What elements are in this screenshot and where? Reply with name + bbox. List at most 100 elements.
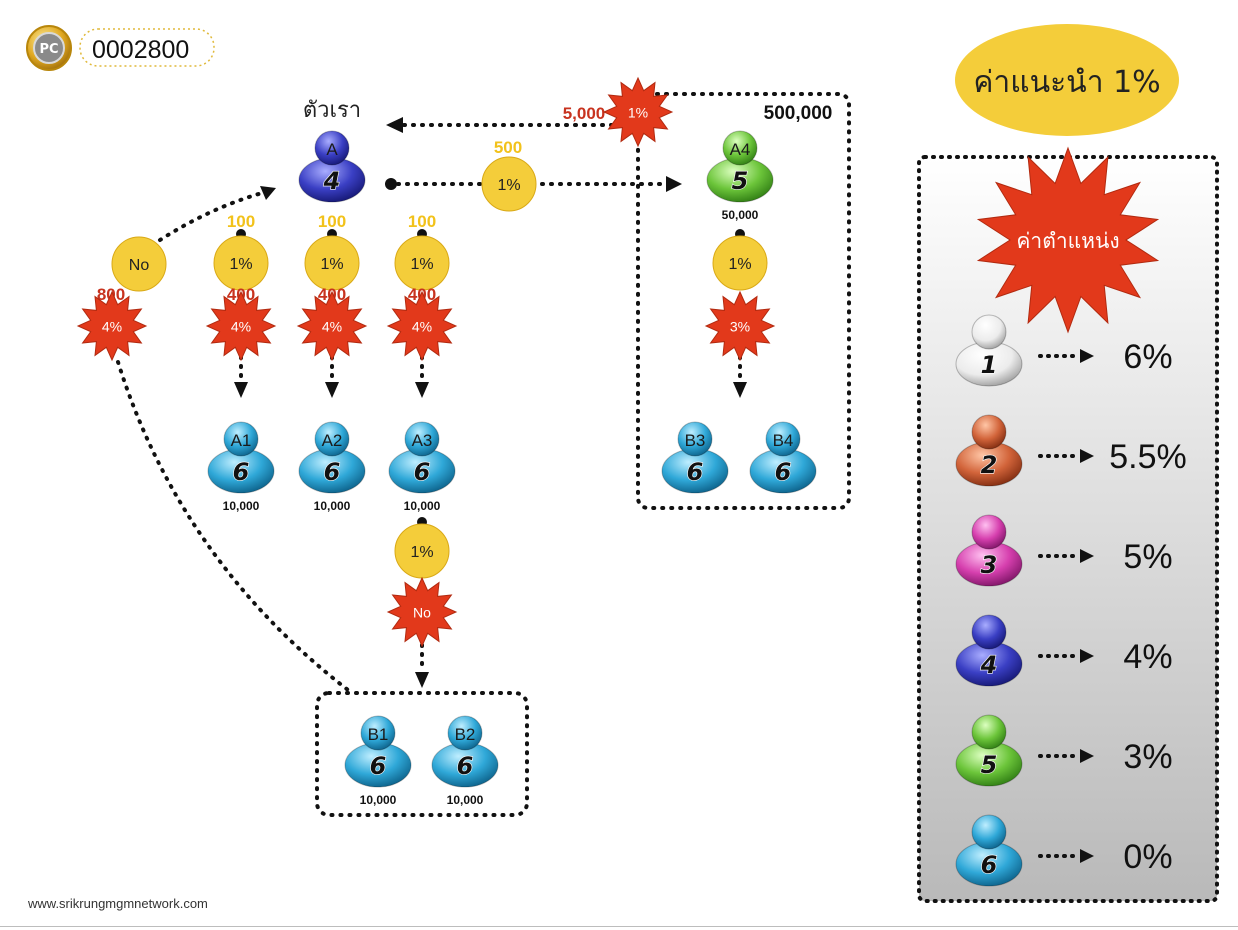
- member-a4: A4 5 50,000: [706, 130, 774, 222]
- token-layer: 5001%5,0001%500,0001%3%1001%4004%1001%40…: [76, 76, 833, 648]
- title-badge: [955, 24, 1179, 136]
- coin-a2-text: 1%: [320, 256, 343, 273]
- legend-member-6-level: 6: [981, 851, 998, 879]
- legend-member-2: 2: [955, 414, 1023, 487]
- member-b2-level: 6: [457, 752, 474, 780]
- member-layer: A4A4550,000B36B46A1610,000A2610,000A3610…: [207, 130, 817, 807]
- legend-member-4: 4: [955, 614, 1023, 687]
- legend-arrow-head: [1080, 549, 1094, 563]
- footer-divider: [0, 926, 1238, 927]
- legend-member-3-level: 3: [981, 551, 998, 579]
- coin-logo-text: PC: [39, 42, 58, 57]
- legend-arrow-head: [1080, 649, 1094, 663]
- legend-rate-2: 5.5%: [1109, 438, 1187, 476]
- box-total: 500,000: [764, 103, 833, 124]
- legend-rate-1: 6%: [1123, 338, 1172, 376]
- legend-rate-5: 3%: [1123, 738, 1172, 776]
- star-a4: 3%: [704, 290, 776, 362]
- legend-row-5: 5 3%: [955, 714, 1173, 787]
- member-b3-label: B3: [685, 431, 706, 450]
- coin-a1: 1%: [213, 235, 269, 291]
- member-b4: B46: [749, 421, 817, 494]
- legend-member-2-level: 2: [981, 451, 998, 479]
- member-a-level: 4: [323, 167, 341, 195]
- coin-referral-text: 1%: [497, 177, 520, 194]
- member-a4-label: A4: [730, 140, 751, 159]
- member-a1-level: 6: [233, 458, 250, 486]
- title-badge-text: ค่าแนะนำ 1%: [973, 65, 1160, 100]
- amount-a2-top: 100: [318, 212, 346, 231]
- star-top-referral: 1%: [602, 76, 674, 148]
- member-a: A4: [298, 130, 366, 203]
- legend-layer: ค่าตำแหน่ง 1 6% 2 5.5% 3 5% 4 4% 5 3% 6 0%: [955, 146, 1187, 887]
- legend-row-2: 2 5.5%: [955, 414, 1187, 487]
- arrow-heads: [234, 117, 747, 688]
- coin-counter: 0002800: [92, 36, 189, 64]
- member-b4-label: B4: [773, 431, 794, 450]
- member-a1-value: 10,000: [223, 499, 260, 513]
- member-b2-value: 10,000: [447, 793, 484, 807]
- coin-left-no-text: No: [129, 257, 150, 274]
- member-b3-level: 6: [687, 458, 704, 486]
- legend-row-3: 3 5%: [955, 514, 1173, 587]
- member-a4-level: 5: [732, 167, 749, 195]
- member-a2-label: A2: [322, 431, 343, 450]
- legend-member-4-level: 4: [980, 651, 998, 679]
- amount-a1-top: 100: [227, 212, 255, 231]
- legend-header-star: ค่าตำแหน่ง: [976, 146, 1160, 334]
- left-up-curve: [158, 191, 264, 242]
- legend-arrow-head: [1080, 749, 1094, 763]
- legend-row-6: 6 0%: [955, 814, 1173, 887]
- legend-member-3: 3: [955, 514, 1023, 587]
- coin-referral: 1%: [481, 156, 537, 212]
- legend-rate-3: 5%: [1123, 538, 1172, 576]
- member-a3-label: A3: [412, 431, 433, 450]
- star-a3-child: No: [386, 576, 458, 648]
- star-a1: 4%: [205, 290, 277, 362]
- member-b3: B36: [661, 421, 729, 494]
- legend-member-5: 5: [955, 714, 1023, 787]
- member-b1-value: 10,000: [360, 793, 397, 807]
- legend-arrow-head: [1080, 349, 1094, 363]
- star-a3-child-text: No: [413, 604, 431, 620]
- coin-a3-text: 1%: [410, 256, 433, 273]
- b-group-frame: [315, 691, 529, 817]
- left-down-curve: [116, 360, 350, 692]
- footer-url: www.srikrungmgmnetwork.com: [28, 896, 208, 911]
- member-a2-level: 6: [324, 458, 341, 486]
- legend-header-star-text: ค่าตำแหน่ง: [1016, 230, 1119, 253]
- legend-rate-4: 4%: [1123, 638, 1172, 676]
- member-a1-label: A1: [231, 431, 252, 450]
- coin-a3-child-text: 1%: [410, 544, 433, 561]
- legend-member-6: 6: [955, 814, 1023, 887]
- star-a3-text: 4%: [412, 318, 432, 334]
- a4-group-frame: [636, 92, 851, 510]
- coin-a3: 1%: [394, 235, 450, 291]
- legend-row-4: 4 4%: [955, 614, 1173, 687]
- coin-a4-text: 1%: [728, 256, 751, 273]
- member-b1-label: B1: [368, 725, 389, 744]
- member-a2: A2 6 10,000: [298, 421, 366, 513]
- coin-a2: 1%: [304, 235, 360, 291]
- member-b1-level: 6: [370, 752, 387, 780]
- legend-arrow-head: [1080, 449, 1094, 463]
- star-left: 4%: [76, 290, 148, 362]
- amount-500: 500: [494, 138, 522, 157]
- legend-member-1-level: 1: [981, 351, 998, 379]
- coin-left-no: No: [111, 236, 167, 292]
- legend-arrow-head: [1080, 849, 1094, 863]
- star-top-referral-text: 1%: [628, 104, 648, 120]
- member-a4-value: 50,000: [722, 208, 759, 222]
- self-label: ตัวเรา: [303, 98, 361, 123]
- member-a3-value: 10,000: [404, 499, 441, 513]
- legend-member-5-level: 5: [981, 751, 998, 779]
- amount-5000: 5,000: [563, 104, 606, 123]
- star-a3: 4%: [386, 290, 458, 362]
- member-a2-value: 10,000: [314, 499, 351, 513]
- member-b4-level: 6: [775, 458, 792, 486]
- legend-rate-6: 0%: [1123, 838, 1172, 876]
- star-a4-text: 3%: [730, 318, 750, 334]
